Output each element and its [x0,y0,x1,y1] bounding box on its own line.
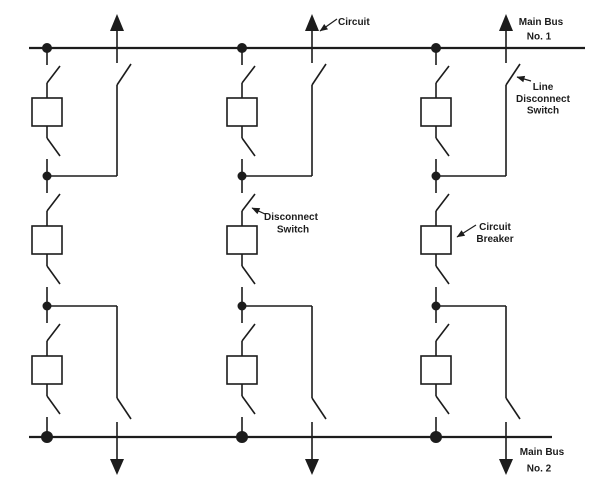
line-disconnect-switch-label: Line Disconnect Switch [516,82,571,117]
disconnect-switch-label-arrow [251,207,266,215]
tap-junction-dot [42,171,52,181]
tap-junction-dot [237,171,247,181]
tap-junction-dot [237,301,247,311]
tap-junction-dot [431,301,441,311]
bus1-junction-dot [237,43,247,53]
main-bus-2-label: Main Bus No. 2 [520,447,565,475]
circuit-breaker-label: Circuit Breaker [476,222,513,245]
main-bus-1-label: Main Bus No. 1 [519,17,564,43]
bay2-lower-chain [226,307,258,436]
bay2-middle-chain [226,177,258,306]
bay2-circuit-tap-down [241,305,327,476]
main-bus-2-label-line1: Main Bus [520,447,565,458]
circuit-label-arrow [319,18,338,32]
line-disconnect-switch-label-line3: Switch [527,106,559,117]
bay1-lower-chain [31,307,63,436]
circuit-breaker-label-line2: Breaker [476,234,513,245]
bay1-middle-chain [31,177,63,306]
bay2-circuit-tap-up [241,13,327,177]
bay1-upper-chain [31,49,63,178]
bus1-junction-dot [431,43,441,53]
tap-junction-dot [431,171,441,181]
tap-junction-dot [42,301,52,311]
disconnect-switch-label: Disconnect Switch [264,212,319,236]
circuit-label: Circuit [338,17,370,28]
bay-3 [420,13,521,476]
bay3-circuit-tap-up [435,13,521,177]
bus1-junction-dot [42,43,52,53]
circuit-breaker-label-line1: Circuit [479,222,511,233]
bus2-junction-dot [430,431,442,443]
main-bus-1-label-line2: No. 1 [527,32,552,43]
bay3-upper-chain [420,49,452,178]
line-disconnect-switch-label-line2: Disconnect [516,94,571,105]
disconnect-switch-label-line2: Switch [277,225,309,236]
bay1-circuit-tap-down [46,305,132,476]
line-disconnect-switch-label-arrow [516,75,532,83]
line-disconnect-switch-label-line1: Line [533,82,554,93]
main-bus-1-label-line1: Main Bus [519,17,564,28]
bay-1 [31,13,132,476]
circuit-breaker-label-arrow [456,224,477,238]
bus2-junction-dot [41,431,53,443]
main-bus-2-label-line2: No. 2 [527,464,552,475]
bay1-circuit-tap-up [46,13,132,177]
bay3-middle-chain [420,177,452,306]
bay2-upper-chain [226,49,258,178]
disconnect-switch-label-line1: Disconnect [264,212,319,223]
bay3-lower-chain [420,307,452,436]
bay3-circuit-tap-down [435,305,521,476]
bay-2 [226,13,327,476]
bus2-junction-dot [236,431,248,443]
